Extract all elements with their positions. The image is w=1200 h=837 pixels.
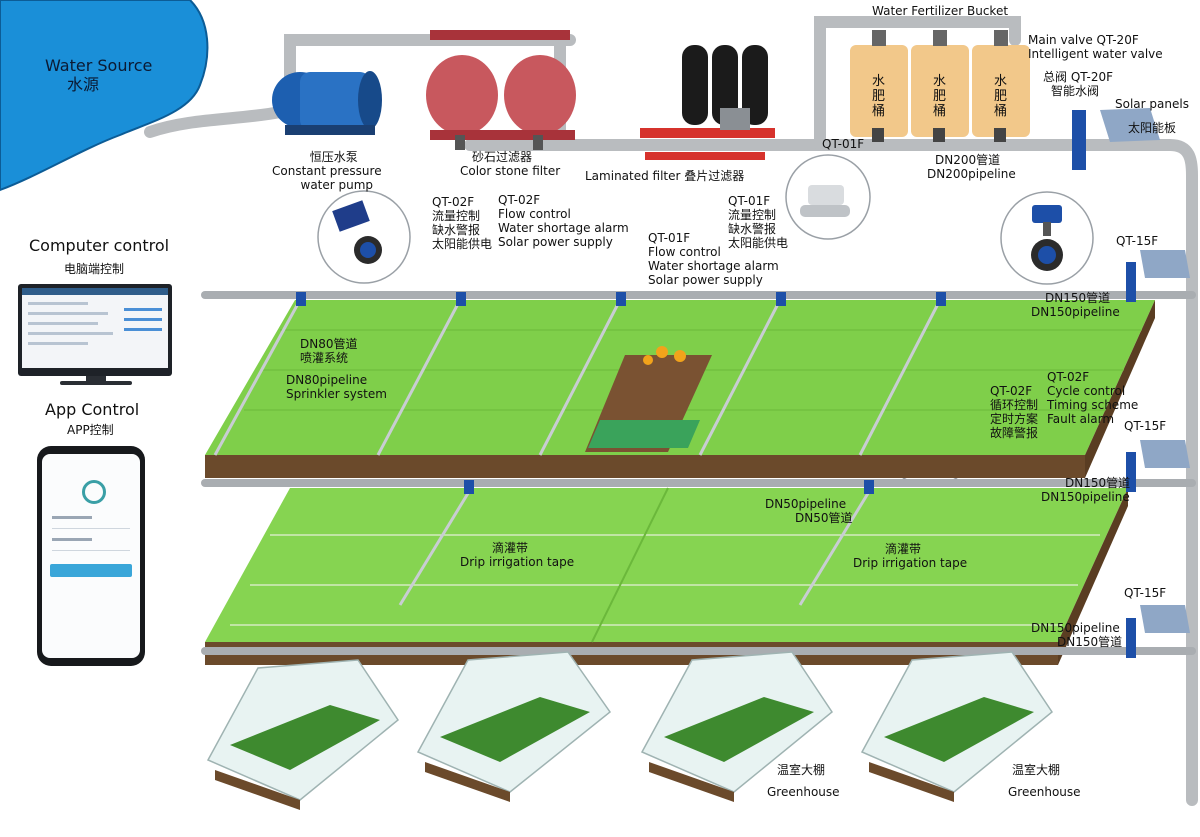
qt15f-b-model: QT-15F <box>1124 419 1167 433</box>
solar-panel-stations <box>1072 108 1190 658</box>
qt15f-a-model: QT-15F <box>1116 234 1159 248</box>
main-valve-label-zh: 总阀 QT-20F 智能水阀 <box>1043 70 1113 98</box>
app-login-button <box>50 564 132 577</box>
laminated-filter-label: Laminated filter 叠片过滤器 <box>585 169 745 183</box>
stone-filter-graphic <box>426 30 576 150</box>
drip-right-label: 滴灌带 Drip irrigation tape <box>853 542 968 570</box>
pump-graphic <box>272 71 382 135</box>
smartphone <box>37 446 145 666</box>
dn50-label: DN50pipeline DN50管道 <box>765 497 853 525</box>
tank-label-3: 水肥桶 <box>994 74 1008 119</box>
sprinkler-label: DN80管道 喷灌系统 DN80pipeline Sprinkler syste… <box>286 337 387 401</box>
butterfly-valve-icon <box>1031 205 1063 271</box>
computer-monitor <box>18 284 172 376</box>
qt01f-mid-label-zh: QT-01F 流量控制 缺水警报 太阳能供电 <box>728 194 789 250</box>
qt15f-c-pipe-label: DN150pipeline DN150管道 <box>1031 621 1123 649</box>
field-valves <box>296 292 946 494</box>
tank-label-2: 水肥桶 <box>933 74 947 119</box>
distribution-pipes <box>201 291 1196 655</box>
greenhouse-b-label: 温室大棚 Greenhouse <box>1008 763 1081 799</box>
callout-qt15f <box>1000 191 1094 285</box>
solar-panels-label: Solar panels <box>1115 97 1189 111</box>
app-control-label: App Control <box>45 400 140 419</box>
qt15f-a-pipe-label: DN150管道 DN150pipeline <box>1031 291 1120 319</box>
qt02f-left-label-en: QT-02F Flow control Water shortage alarm… <box>498 193 629 249</box>
drip-left-label: 滴灌带 Drip irrigation tape <box>460 541 575 569</box>
qt15f-c-model: QT-15F <box>1124 586 1167 600</box>
tank-label-1: 水肥桶 <box>872 74 886 119</box>
solar-valve-icon <box>332 200 382 264</box>
qt01f-mid-label-en: QT-01F Flow control Water shortage alarm… <box>648 231 779 287</box>
qt15f-b-pipe-label: DN150管道 DN150pipeline <box>1041 476 1131 504</box>
greenhouse-a-label: 温室大棚 Greenhouse <box>767 763 840 799</box>
laminated-filter-graphic <box>640 45 775 160</box>
pump-label: 恒压水泵 Constant pressure water pump <box>272 150 382 192</box>
qt02f-right-label-en: QT-02F Cycle control Timing scheme Fault… <box>1047 370 1139 426</box>
qt02f-left-label-zh: QT-02F 流量控制 缺水警报 太阳能供电 <box>432 195 493 251</box>
field-drip <box>205 487 1128 665</box>
app-control-label-zh: APP控制 <box>67 423 114 437</box>
monitor-stand <box>86 376 106 382</box>
stone-filter-label: 砂石过滤器 Color stone filter <box>460 150 561 178</box>
fertilizer-tanks <box>850 30 1030 142</box>
computer-control-label-zh: 电脑端控制 <box>64 262 125 276</box>
computer-control-label: Computer control <box>29 236 170 255</box>
solar-panels-label-zh: 太阳能板 <box>1128 121 1177 135</box>
monitor-foot <box>60 381 132 385</box>
greenhouses <box>206 651 1054 810</box>
app-logo-icon <box>82 480 106 504</box>
water-source-lake <box>0 0 209 192</box>
dn200-label: DN200管道 DN200pipeline <box>927 153 1016 181</box>
main-valve-label: Main valve QT-20F Intelligent water valv… <box>1028 33 1163 61</box>
motor-valve-icon <box>800 185 850 217</box>
field-sprinkler <box>205 299 1155 478</box>
qt01f-top-label: QT-01F <box>822 137 865 151</box>
water-source-label: Water Source 水源 <box>45 56 153 94</box>
qt02f-right-label-zh: QT-02F 循环控制 定时方案 故障警报 <box>990 384 1039 440</box>
fertilizer-bucket-title: Water Fertilizer Bucket <box>872 4 1009 18</box>
